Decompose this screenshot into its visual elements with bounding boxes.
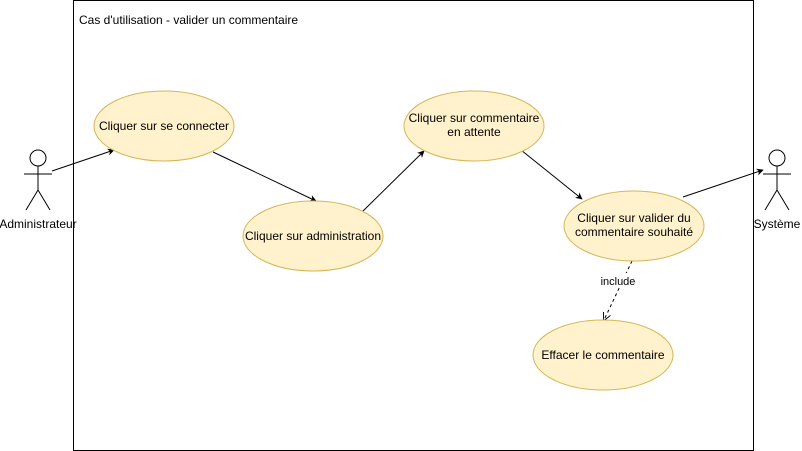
- usecase-ellipse: [532, 319, 674, 391]
- include-label: include: [601, 276, 636, 288]
- usecase-valider-commentaire[interactable]: Cliquer sur valider du commentaire souha…: [563, 190, 705, 262]
- connector-validate-to-system: [682, 168, 764, 198]
- usecase-ellipse: [93, 90, 235, 162]
- usecase-label-line2: en attente: [447, 125, 501, 139]
- actor-left-leg: [764, 189, 778, 211]
- actor-head-icon: [29, 149, 47, 167]
- connector-pending-to-validate: [520, 149, 583, 200]
- include-connector: [604, 260, 633, 320]
- usecase-ellipse: [563, 190, 705, 262]
- include-label-background: [598, 273, 638, 287]
- connector-administration-to-pending: [362, 150, 425, 212]
- usecase-se-connecter[interactable]: Cliquer sur se connecter: [93, 90, 235, 162]
- connector-admin-to-connect: [51, 148, 115, 172]
- usecase-ellipse: [242, 200, 384, 272]
- connector-connect-to-administration: [212, 151, 317, 202]
- actor-left-leg: [25, 189, 39, 211]
- actor-administrateur: Administrateur: [0, 149, 77, 231]
- usecase-commentaire-en-attente[interactable]: Cliquer sur commentaire en attente: [403, 90, 545, 162]
- usecase-administration[interactable]: Cliquer sur administration: [242, 200, 384, 272]
- actor-label-systeme: Système: [754, 217, 801, 231]
- usecase-effacer-commentaire[interactable]: Effacer le commentaire: [532, 319, 674, 391]
- actor-right-leg: [37, 189, 51, 211]
- usecase-label-line2: commentaire souhaité: [575, 225, 693, 239]
- usecase-label: Cliquer sur se connecter: [99, 119, 229, 133]
- usecase-label: Effacer le commentaire: [541, 348, 664, 362]
- usecase-label-line1: Cliquer sur valider du: [577, 211, 690, 225]
- usecase-label-line1: Cliquer sur commentaire: [409, 111, 540, 125]
- usecase-ellipse: [403, 90, 545, 162]
- diagram-title: Cas d'utilisation - valider un commentai…: [79, 13, 298, 27]
- actor-systeme: Système: [754, 149, 801, 231]
- usecase-label: Cliquer sur administration: [245, 229, 381, 243]
- actor-head-icon: [768, 149, 786, 167]
- actor-label-administrateur: Administrateur: [0, 217, 77, 231]
- actor-right-leg: [776, 189, 790, 211]
